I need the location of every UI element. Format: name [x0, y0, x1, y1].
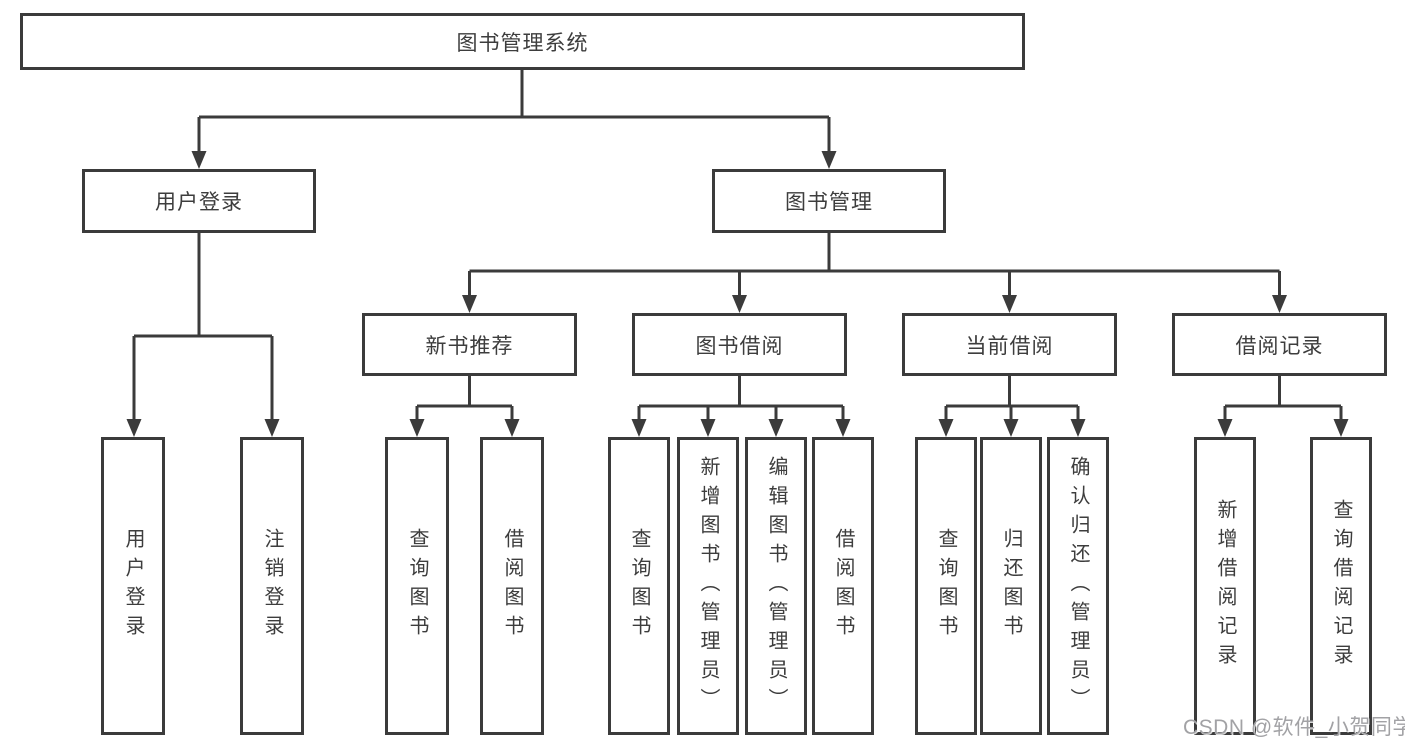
node-current-query-books-label: 查询图书 [935, 528, 957, 644]
node-records-add-record-label: 新增借阅记录 [1214, 499, 1236, 673]
edges-user-login-branch [126, 233, 280, 437]
node-records-add-record: 新增借阅记录 [1194, 437, 1256, 735]
node-borrow-edit-books-admin: 编辑图书（管理员） [745, 437, 807, 735]
node-records-query-record: 查询借阅记录 [1310, 437, 1372, 735]
node-borrow-borrow-books: 借阅图书 [812, 437, 874, 735]
watermark-text: CSDN @软件_小贺同学 [1183, 716, 1405, 739]
node-logout-login: 注销登录 [240, 437, 304, 735]
node-user-login: 用户登录 [101, 437, 165, 735]
edges-new-book-branch [409, 376, 520, 437]
node-recommend-borrow-books-label: 借阅图书 [501, 528, 523, 644]
node-user-login-module: 用户登录 [82, 169, 316, 233]
node-borrow-borrow-books-label: 借阅图书 [832, 528, 854, 644]
node-borrow-add-books-admin-label: 新增图书（管理员） [697, 455, 719, 717]
node-current-confirm-return-admin: 确认归还（管理员） [1047, 437, 1109, 735]
node-borrow-edit-books-admin-label: 编辑图书（管理员） [765, 455, 787, 717]
edges-root-to-level2 [191, 70, 837, 169]
node-recommend-borrow-books: 借阅图书 [480, 437, 544, 735]
node-recommend-query-books-label: 查询图书 [406, 528, 428, 644]
node-borrowing-records: 借阅记录 [1172, 313, 1387, 376]
node-current-confirm-return-admin-label: 确认归还（管理员） [1067, 455, 1089, 717]
node-library-management-system: 图书管理系统 [20, 13, 1025, 70]
node-borrow-add-books-admin: 新增图书（管理员） [677, 437, 739, 735]
node-book-management-module: 图书管理 [712, 169, 946, 233]
node-book-borrowing: 图书借阅 [632, 313, 847, 376]
edges-borrow-records-branch [1217, 376, 1349, 437]
node-borrow-query-books: 查询图书 [608, 437, 670, 735]
node-logout-login-label: 注销登录 [261, 528, 283, 644]
edges-current-borrow-branch [938, 376, 1086, 437]
node-current-return-books-label: 归还图书 [1000, 528, 1022, 644]
node-current-borrowing: 当前借阅 [902, 313, 1117, 376]
node-records-query-record-label: 查询借阅记录 [1330, 499, 1352, 673]
node-current-query-books: 查询图书 [915, 437, 977, 735]
edges-book-borrow-branch [631, 376, 851, 437]
node-current-return-books: 归还图书 [980, 437, 1042, 735]
node-borrow-query-books-label: 查询图书 [628, 528, 650, 644]
node-recommend-query-books: 查询图书 [385, 437, 449, 735]
node-new-book-recommendation: 新书推荐 [362, 313, 577, 376]
edges-book-management-branch [462, 233, 1287, 313]
node-user-login-label: 用户登录 [122, 528, 144, 644]
